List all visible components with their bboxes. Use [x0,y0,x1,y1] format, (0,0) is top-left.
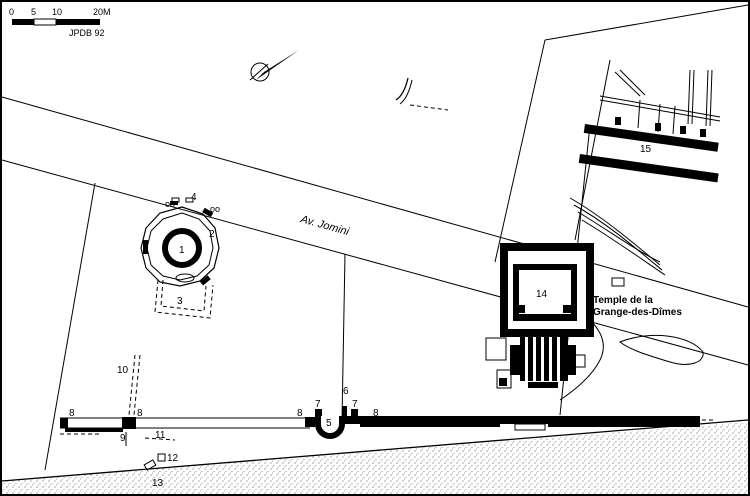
temple-label-line2: Grange-des-Dîmes [593,307,682,318]
scale-tick-10: 10 [52,7,62,17]
property-lines [44,4,749,471]
label-8-left: 8 [69,408,75,419]
label-15: 15 [640,144,652,155]
boundary-wall-8: 8 8 8 8 5 6 7 7 [60,386,715,439]
temple-14: 14 [485,243,594,389]
label-2: 2 [209,229,215,240]
scale-tick-20: 20M [93,7,111,17]
curved-feature [395,77,409,101]
label-9: 9 [120,433,126,444]
small-features: 9 11 12 13 [60,430,179,489]
label-7-left: 7 [315,399,321,410]
svg-text:oo: oo [165,199,175,209]
label-14: 14 [536,289,548,300]
road-edge [1,419,749,482]
label-8-right: 8 [373,408,379,419]
scale-tick-0: 0 [9,7,14,17]
feature-10: 10 [117,354,141,416]
svg-text:oo: oo [210,204,220,214]
scale-bar: 0 5 10 20M JPDB 92 [9,7,111,38]
stippled-road [2,422,748,494]
scale-tick-5: 5 [31,7,36,17]
label-1: 1 [179,245,185,256]
temple-label-line1: Temple de la [593,295,653,306]
label-12: 12 [167,453,179,464]
north-arrow-icon [249,50,299,82]
avenue-lines [1,96,749,366]
label-7-right: 7 [352,399,358,410]
label-5: 5 [326,418,332,429]
building-15: 15 [578,69,721,183]
label-6: 6 [343,386,349,397]
round-temple-1: 1 2 3 4 oo oo [140,192,220,319]
label-3: 3 [177,296,183,307]
label-8-midleft: 8 [137,408,143,419]
wavy-feature [569,197,666,276]
label-13: 13 [152,478,164,489]
street-label: Av. Jomini [298,213,351,238]
teardrop-feature [619,334,704,365]
label-4: 4 [191,192,197,203]
label-8-mid: 8 [297,408,303,419]
label-11: 11 [155,430,166,441]
scale-credit: JPDB 92 [69,28,105,38]
label-10: 10 [117,365,129,376]
